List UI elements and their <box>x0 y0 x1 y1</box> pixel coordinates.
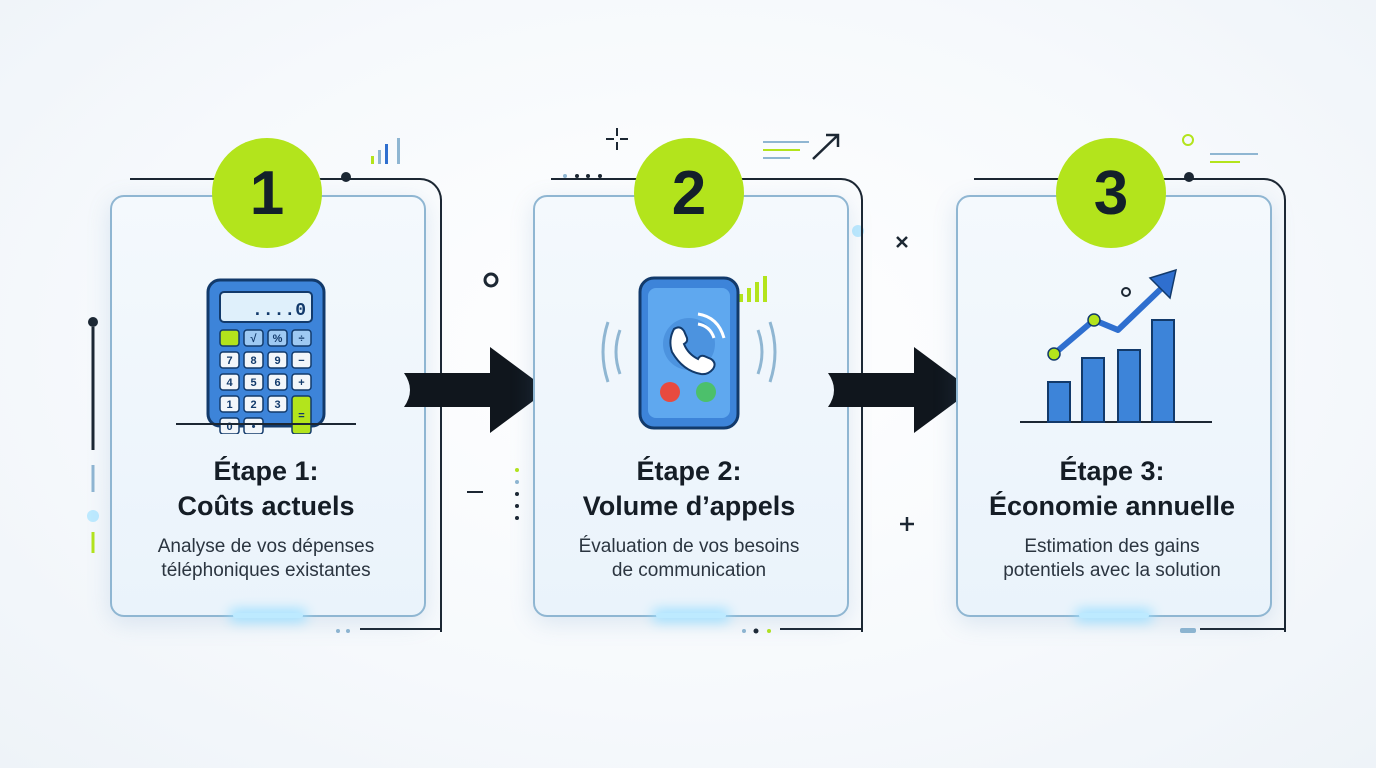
calculator-icon: ....0 √% ÷ 7 8 9 − 4 5 6 +1 2 3 = 0 • <box>176 278 356 434</box>
smartphone-call-icon <box>601 276 777 430</box>
accept-call-icon <box>696 382 716 402</box>
card-2-outline-bottom <box>780 628 861 630</box>
calculator-key <box>267 351 288 369</box>
calculator-key-label: 5 <box>250 377 256 389</box>
calculator-key-label: 8 <box>250 355 256 367</box>
calculator-key <box>267 373 288 391</box>
calculator-key-label: ÷ <box>298 333 304 345</box>
calculator-key <box>267 395 288 413</box>
step-2-number-badge: 2 <box>634 138 744 248</box>
calculator-key-label: 0 <box>226 421 232 433</box>
calculator-key-label: = <box>298 410 304 422</box>
step-2-description-line-2: de communication <box>611 560 767 581</box>
calculator-key-label: √ <box>250 333 257 345</box>
calculator-key-label: 7 <box>226 355 232 367</box>
calculator-key <box>291 373 312 391</box>
step-2-title: Étape 2: <box>636 456 742 486</box>
calculator-key-label: 4 <box>226 377 233 389</box>
step-3-description-line-1: Estimation des gains <box>1024 536 1200 557</box>
step-card-3 <box>956 195 1272 617</box>
calculator-key <box>267 329 288 347</box>
calculator-key <box>291 351 312 369</box>
calculator-keypad: √% ÷ 7 8 9 − 4 5 6 +1 2 3 = 0 • <box>219 329 312 434</box>
step-2-subtitle: Volume d’appels <box>582 491 796 521</box>
step-3-description-line-2: potentiels avec la solution <box>1003 560 1221 581</box>
growth-chart-icon <box>1020 268 1212 423</box>
step-2-description-line-1: Évaluation de vos besoins <box>578 536 800 557</box>
calculator-key <box>219 329 240 347</box>
step-1-description-line-2: téléphoniques existantes <box>161 560 371 581</box>
calculator-key-label: + <box>298 377 304 389</box>
calculator-key <box>243 395 264 413</box>
calculator-key <box>219 351 240 369</box>
arrow-right-icon <box>828 347 972 433</box>
arrow-right-icon <box>404 347 548 433</box>
calculator-key-label: 3 <box>274 399 280 411</box>
calculator-key <box>243 329 264 347</box>
step-1-description-line-1: Analyse de vos dépenses <box>157 536 375 557</box>
calculator-key <box>243 373 264 391</box>
calculator-display: ....0 <box>252 301 306 321</box>
calculator-key <box>219 395 240 413</box>
step-1-title: Étape 1: <box>213 456 319 486</box>
calculator-key <box>219 417 240 434</box>
calculator-key-label: 1 <box>226 399 232 411</box>
card-1-outline-bottom <box>360 628 440 630</box>
calculator-key-label: 9 <box>274 355 280 367</box>
step-3-title: Étape 3: <box>1059 456 1165 486</box>
step-1-number-badge: 1 <box>212 138 322 248</box>
calculator-key-label: 2 <box>250 399 256 411</box>
calculator-key <box>243 351 264 369</box>
phone-handset-icon <box>663 312 726 376</box>
step-3-subtitle: Économie annuelle <box>988 491 1236 521</box>
step-1-subtitle: Coûts actuels <box>177 491 355 521</box>
calculator-key-label: • <box>252 421 256 433</box>
calculator-key-label: 6 <box>274 377 280 389</box>
calculator-key <box>219 373 240 391</box>
card-3-outline-bottom <box>1200 628 1284 630</box>
calculator-key-label: % <box>273 333 283 345</box>
step-3-number-badge: 3 <box>1056 138 1166 248</box>
calculator-key <box>243 417 264 434</box>
decline-call-icon <box>660 382 680 402</box>
calculator-key-label: − <box>298 355 304 367</box>
calculator-key <box>291 329 312 347</box>
